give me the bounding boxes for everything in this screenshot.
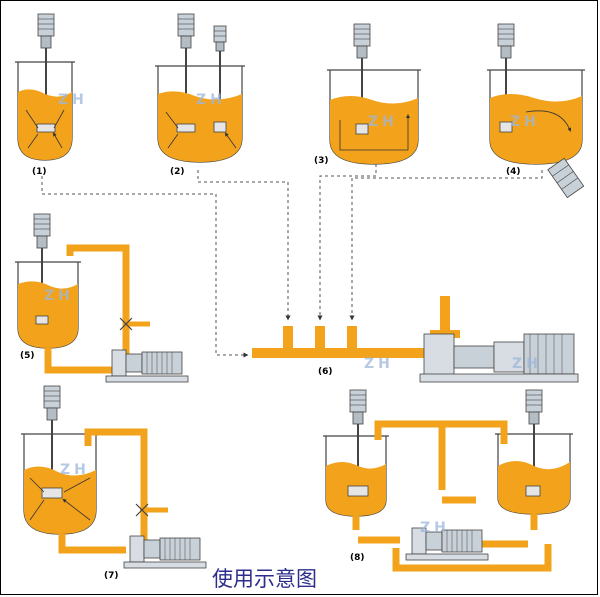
label-6: (6): [318, 367, 333, 377]
tank-5: [15, 213, 189, 383]
label-4: (4): [506, 167, 521, 177]
watermark-8: ZH: [420, 520, 450, 536]
watermark-7: ZH: [60, 462, 90, 478]
watermark-6a: ZH: [364, 356, 394, 372]
watermark-5: ZH: [44, 288, 74, 304]
dashed-flow-lines: [41, 164, 543, 358]
label-2: (2): [170, 167, 185, 177]
watermark-1: ZH: [58, 92, 88, 108]
pump-6: [419, 333, 579, 383]
label-7: (7): [104, 571, 119, 581]
label-1: (1): [32, 167, 47, 177]
tank-3: [327, 23, 421, 165]
tank-7: [21, 385, 207, 569]
tank-2: [155, 13, 245, 163]
tank-4: [487, 23, 585, 199]
label-8: (8): [350, 553, 365, 563]
tank-8: [323, 389, 573, 572]
watermark-2: ZH: [196, 92, 226, 108]
watermark-3: ZH: [368, 114, 398, 130]
watermark-4: ZH: [510, 114, 540, 130]
watermark-6b: ZH: [512, 356, 542, 372]
label-3: (3): [314, 156, 329, 166]
watermark-group: ZH ZH ZH ZH ZH ZH ZH ZH ZH: [44, 92, 542, 536]
label-5: (5): [20, 351, 35, 361]
tank-1: [15, 13, 75, 161]
diagram-caption: 使用示意图: [212, 567, 317, 591]
